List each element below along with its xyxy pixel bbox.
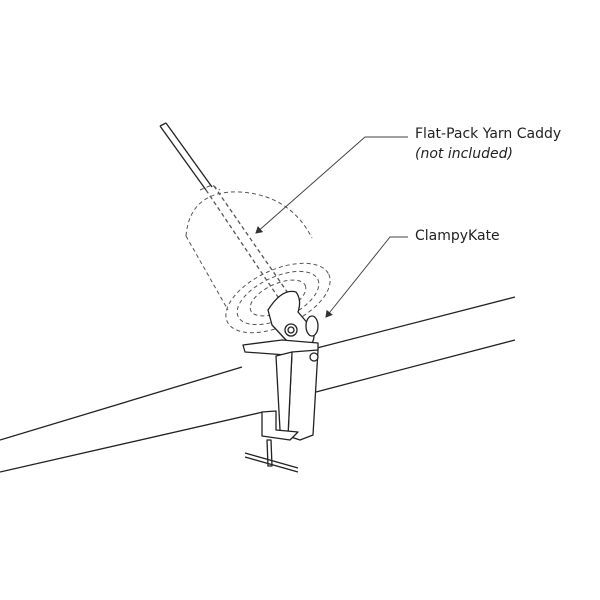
clamp-label: ClampyKate xyxy=(415,228,500,244)
clamp-body xyxy=(242,290,319,473)
caddy-label: Flat-Pack Yarn Caddy xyxy=(415,126,562,142)
caddy-note-label: (not included) xyxy=(415,146,513,162)
table-edge xyxy=(0,296,516,473)
spindle-rod xyxy=(159,122,291,301)
leader-lines xyxy=(255,136,408,318)
